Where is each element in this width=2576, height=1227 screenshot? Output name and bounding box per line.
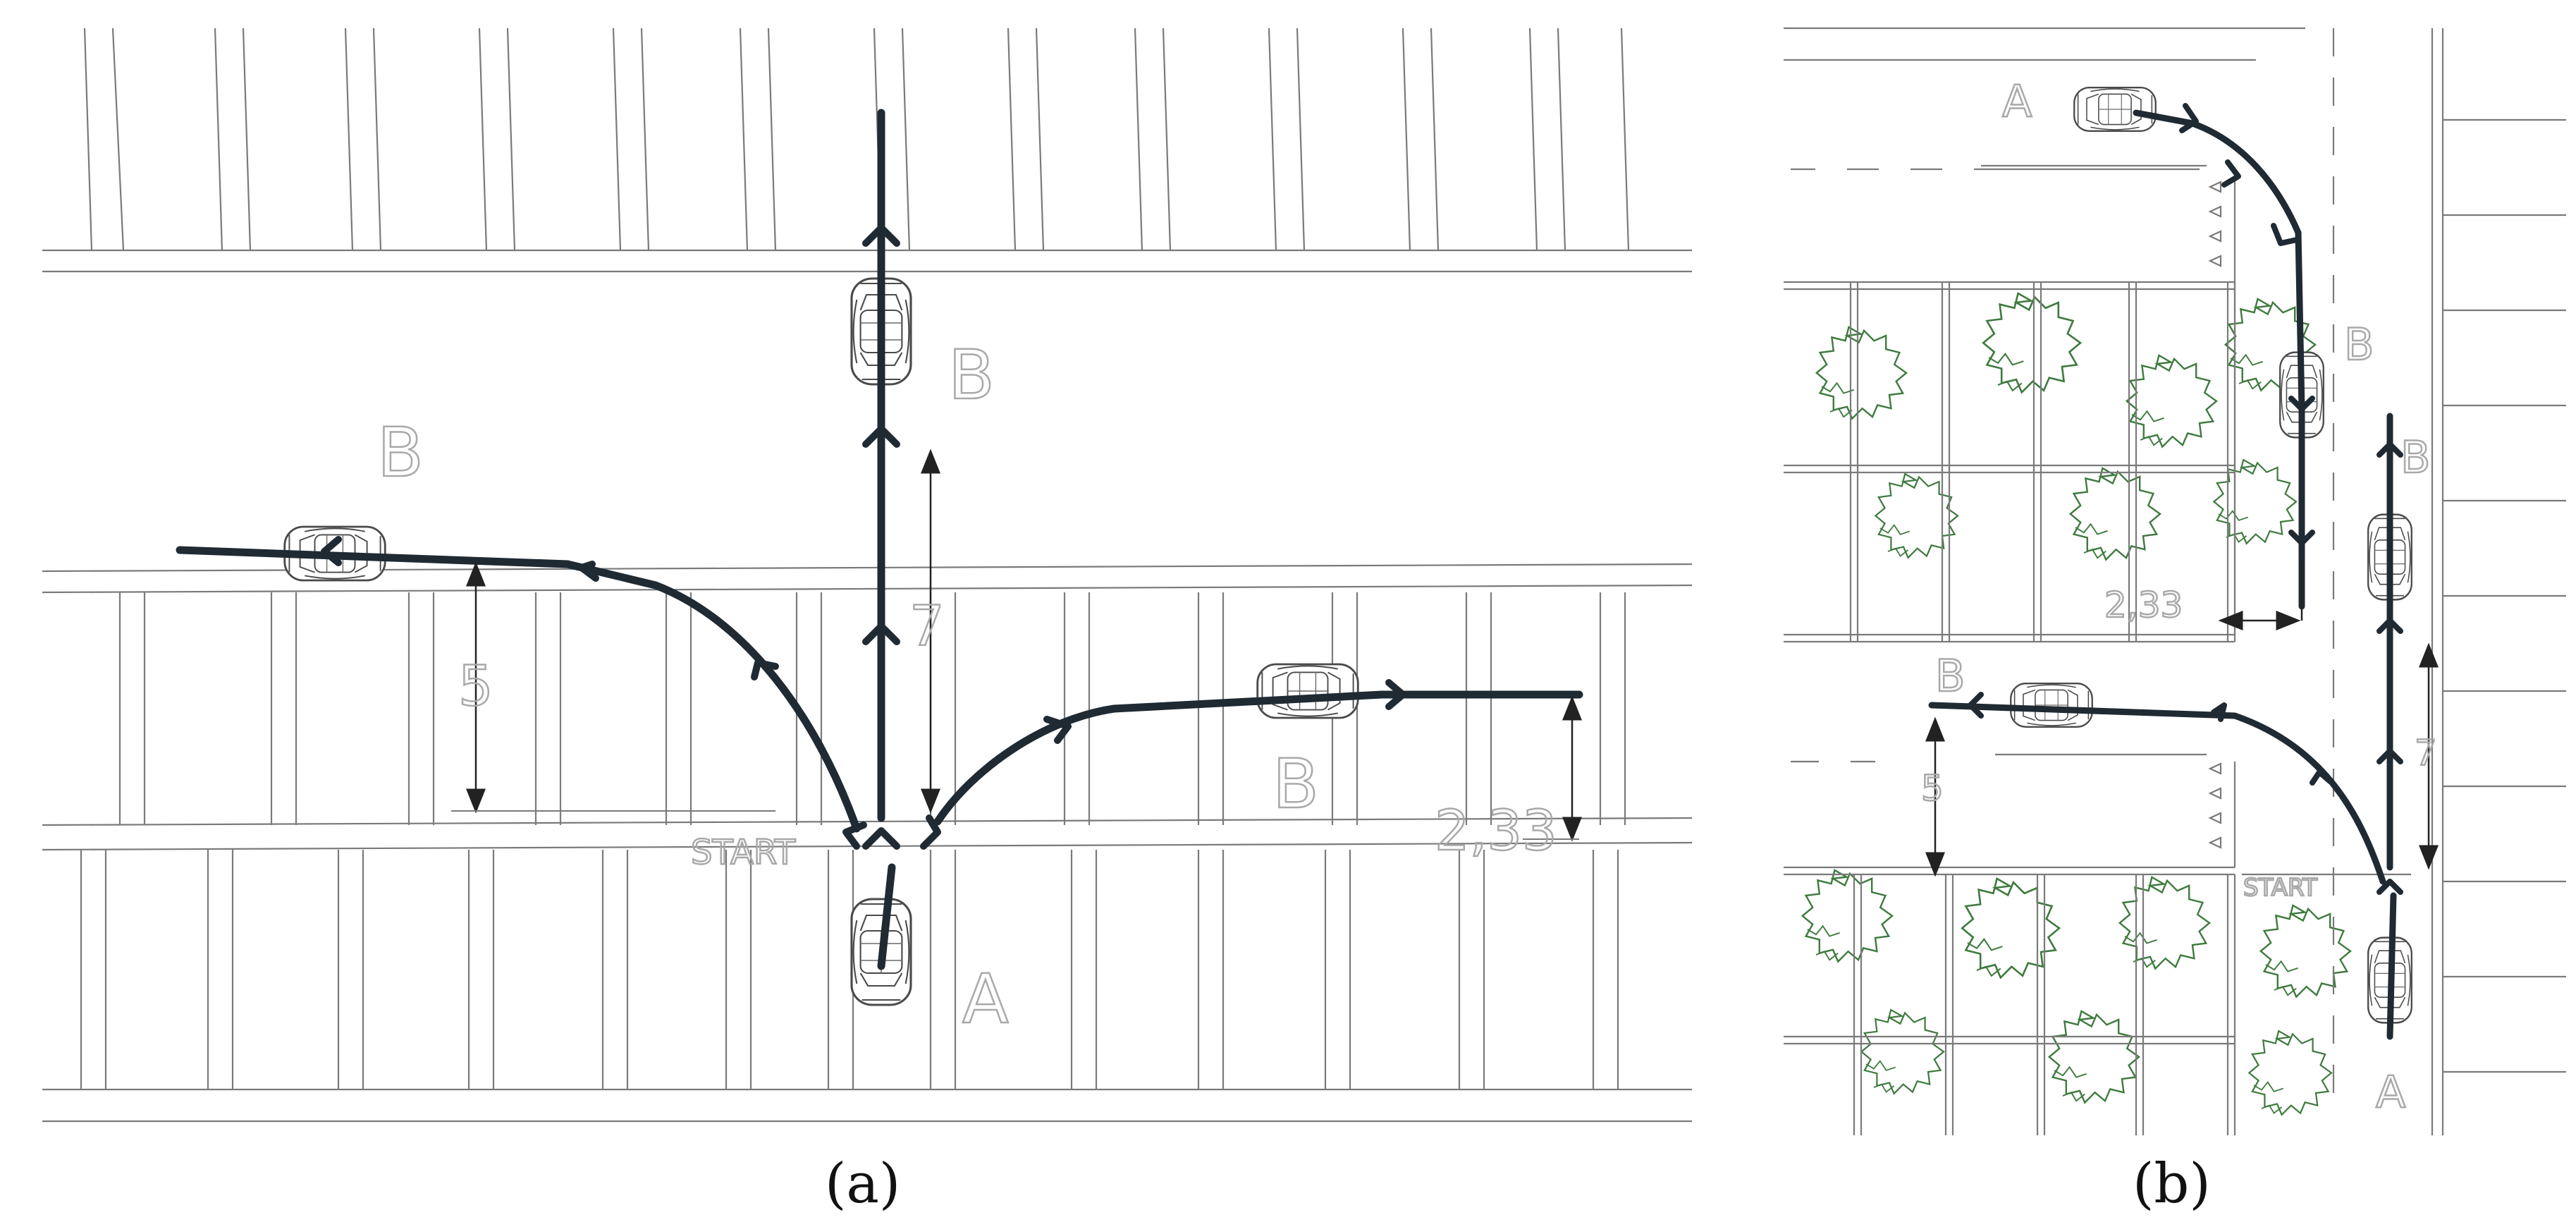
panel-a-dimension-2-33: 2,33 (1435, 800, 1557, 863)
panel-b-parking-lines (1784, 27, 2566, 1135)
panel-b-caption: (b) (2133, 1152, 2211, 1216)
panel-a-car-b-right (1256, 663, 1359, 719)
panel-b-car-b-left (2011, 683, 2092, 727)
panel-a-caption: (a) (825, 1152, 900, 1216)
panel-a-dimensions (451, 448, 1582, 842)
panel-b-direction-chevrons (1968, 103, 2403, 895)
panel-a-label-b-top: B (948, 336, 995, 415)
panel-a-label-b-left: B (377, 413, 424, 492)
panel-b-car-a-top (2074, 87, 2156, 131)
panel-b-dimension-7: 7 (2415, 733, 2437, 774)
panel-a-label-b-right: B (1272, 745, 1319, 824)
panel-b-label-b-middle: B (2344, 319, 2374, 370)
panel-b-label-b-left: B (1935, 650, 1965, 702)
panel-a: B B B A START 5 7 2,33 (a) (42, 28, 1693, 1216)
panel-b-start-label: START (2243, 874, 2317, 902)
panel-b: A B B B A START 2,33 5 7 (b) (1784, 27, 2566, 1216)
panel-b-label-b-right: B (2400, 432, 2431, 483)
panel-b-dimensions (1925, 561, 2439, 877)
panel-a-label-a: A (962, 960, 1009, 1039)
panel-b-label-a-top: A (2002, 75, 2032, 127)
panel-b-dimension-2-33: 2,33 (2104, 585, 2183, 625)
panel-a-start-label: START (691, 833, 796, 872)
panel-b-paths (1928, 109, 2397, 1040)
panel-b-dimension-5: 5 (1921, 768, 1944, 809)
panel-a-paths (176, 109, 1583, 970)
panel-a-dimension-7: 7 (909, 595, 945, 659)
panel-a-direction-chevrons (321, 224, 1406, 850)
panel-b-label-a-bottom: A (2376, 1066, 2405, 1118)
panel-a-dimension-5: 5 (458, 655, 493, 719)
